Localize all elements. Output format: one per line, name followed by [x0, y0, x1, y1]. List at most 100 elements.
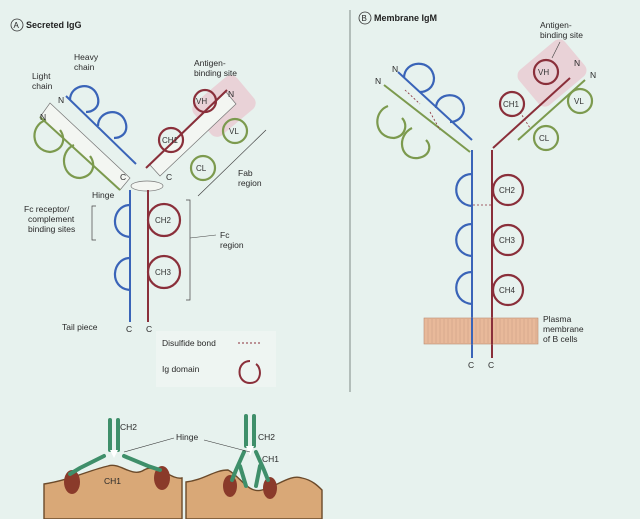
hinge-left-marker [110, 450, 118, 458]
fc-receptor-bracket [91, 205, 96, 241]
c-terminus-left-a: C [126, 324, 132, 334]
igm-vl-loop [566, 87, 594, 115]
panel-secreted-igg: A Secreted IgG VH VL CH1 CL [10, 18, 267, 334]
c-terminus-light-left-a: C [120, 172, 126, 182]
bottom-hinge-label: Hinge [176, 432, 198, 442]
panel-a-letter: A [14, 21, 20, 30]
n-terminus-right-heavy-b: N [574, 58, 580, 68]
igm-ch3-loop [491, 223, 525, 257]
c-terminus-right-b: C [488, 360, 494, 370]
fc-region-label-2: region [220, 240, 244, 250]
domain-cl-a: CL [196, 164, 207, 173]
domain-vl-a: VL [229, 127, 239, 136]
igm-left-loops [376, 62, 466, 160]
heavy-chain-label-2: chain [74, 62, 95, 72]
igm-antigen-site-highlight [517, 39, 587, 107]
domain-vh-b: VH [538, 68, 549, 77]
n-terminus-light-a: N [40, 112, 46, 122]
cell-surface-right [185, 469, 323, 519]
domain-ch3-a: CH3 [155, 268, 172, 277]
hinge-label-a: Hinge [92, 190, 114, 200]
legend: Disulfide bond Ig domain [156, 331, 276, 387]
fc-bracket [186, 199, 191, 301]
n-terminus-light-b: N [375, 76, 381, 86]
c-terminus-left-b: C [468, 360, 474, 370]
legend-disulfide-label: Disulfide bond [162, 338, 216, 348]
panel-a-letter-circle [10, 18, 24, 32]
panel-b-letter: B [362, 14, 367, 23]
igm-ch4-loop [491, 273, 525, 307]
antigen-site-label-a-2: binding site [194, 68, 237, 78]
fc-region-label-1: Fc [220, 230, 230, 240]
igm-fc-left-loops [455, 172, 473, 306]
fc-leader [189, 234, 217, 239]
antigen-site-label-a-1: Antigen- [194, 58, 226, 68]
ch2-domain-a [146, 202, 182, 238]
panel-b-title: Membrane IgM [374, 13, 437, 23]
bottom-ch1-left: CH1 [104, 476, 121, 486]
plasma-membrane [423, 317, 539, 345]
fab-region-label-2: region [238, 178, 262, 188]
igm-right-disulfide [519, 111, 531, 129]
fc-receptor-left-2 [154, 466, 170, 490]
hinge-region [130, 180, 164, 192]
antigen-site-label-b-2: binding site [540, 30, 583, 40]
plasma-membrane-label-2: membrane [543, 324, 584, 334]
right-ch1-loop [157, 126, 185, 154]
bottom-illustration: CH2 Hinge CH1 CH2 CH1 [43, 414, 323, 519]
plasma-membrane-label-1: Plasma [543, 314, 572, 324]
left-heavy-chain-line [65, 95, 137, 165]
fc-receptor-right-1 [223, 475, 237, 497]
legend-ig-domain-label: Ig domain [162, 364, 200, 374]
right-vl-loop [221, 117, 249, 145]
ch3-domain-a [146, 254, 182, 290]
panel-b-letter-circle [358, 11, 372, 25]
hinge-leader-left [123, 437, 175, 453]
domain-ch2-b: CH2 [499, 186, 516, 195]
igm-ch1-loop [498, 90, 526, 118]
hinge-right-marker [246, 446, 254, 456]
legend-ig-domain-swatch [238, 360, 261, 385]
igm-left-light-line [383, 84, 471, 153]
domain-vh-a: VH [196, 97, 207, 106]
c-terminus-right-a: C [146, 324, 152, 334]
right-heavy-chain-line [145, 89, 228, 169]
fc-receptor-label-3: binding sites [28, 224, 75, 234]
n-terminus-right-light-b: N [590, 70, 596, 80]
igm-cl-loop [532, 124, 560, 152]
hinge-leader-right [203, 439, 251, 453]
igm-ch2-loop [491, 173, 525, 207]
antigen-site-leader-b [551, 41, 561, 59]
left-heavy-chain-loops [68, 85, 128, 140]
igm-right-heavy-line [492, 77, 571, 149]
plasma-membrane-label-3: of B cells [543, 334, 578, 344]
fc-left-ch3-loop [113, 256, 131, 292]
panel-membrane-igm: B Membrane IgM VH CH1 VL CL [358, 11, 596, 370]
fc-receptor-right-2 [263, 477, 277, 499]
n-terminus-heavy-b: N [392, 64, 398, 74]
domain-cl-b: CL [539, 134, 550, 143]
heavy-chain-label-1: Heavy [74, 52, 99, 62]
legend-box [156, 331, 276, 387]
fc-receptor-label-1: Fc receptor/ [24, 204, 70, 214]
fc-receptor-left-1 [64, 470, 80, 494]
light-chain-label-2: chain [32, 81, 53, 91]
igg-right-bound [230, 414, 270, 488]
bottom-ch1-right: CH1 [262, 454, 279, 464]
right-cl-loop [189, 154, 217, 182]
panel-a-title: Secreted IgG [26, 20, 82, 30]
tail-piece-label: Tail piece [62, 322, 98, 332]
domain-ch2-a: CH2 [155, 216, 172, 225]
bottom-ch2-right: CH2 [258, 432, 275, 442]
igm-left-disulfide [404, 89, 441, 131]
light-chain-label-1: Light [32, 71, 51, 81]
fab-bracket [197, 129, 267, 197]
antigen-site-label-b-1: Antigen- [540, 20, 572, 30]
fc-receptor-label-2: complement [28, 214, 75, 224]
fc-left-ch2-loop [113, 203, 131, 239]
igm-left-heavy-line [397, 71, 473, 141]
domain-vl-b: VL [574, 97, 584, 106]
igm-vh-loop [532, 58, 560, 86]
n-terminus-right-a: N [228, 89, 234, 99]
